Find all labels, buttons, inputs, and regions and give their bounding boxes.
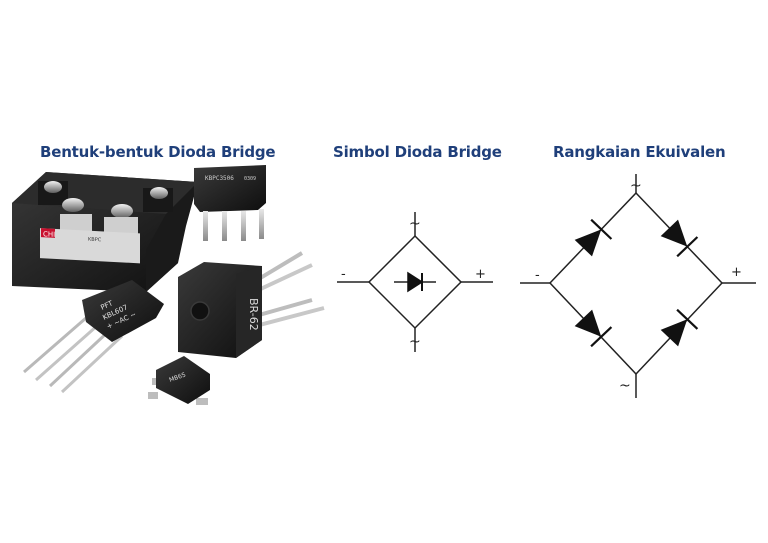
screw-terminal-2 — [62, 198, 84, 212]
bridge-symbol — [337, 212, 493, 352]
screw-terminal-1 — [44, 181, 62, 193]
br62-label: BR-62 — [247, 298, 260, 331]
forms-heading: Bentuk-bentuk Dioda Bridge — [40, 143, 276, 161]
symbol-heading: Simbol Dioda Bridge — [333, 143, 502, 161]
kbpc-bridge-rectifier: KBPC3506 0309 — [194, 165, 266, 241]
equiv-minus-label: - — [535, 268, 540, 283]
equiv-ac-bottom-label: ~ — [619, 378, 631, 394]
screw-terminal-3 — [111, 204, 133, 218]
kbl-bridge-rectifier: PFT KBL607 + ~AC ~ — [23, 280, 164, 394]
symbol-diode-triangle — [407, 271, 424, 293]
diode-upper-left — [574, 218, 613, 257]
equivalent-circuit — [520, 174, 756, 398]
symbol-plus-label: + — [475, 267, 486, 282]
diode-lower-left — [574, 309, 613, 348]
diode-lower-right — [660, 308, 699, 347]
mb6s-bridge-rectifier: MB6S — [148, 356, 210, 405]
diode-upper-right — [660, 219, 699, 258]
equivalent-heading: Rangkaian Ekuivalen — [553, 143, 726, 161]
kbpc-part-label: KBPC3506 — [205, 175, 234, 182]
equiv-plus-label: + — [731, 265, 742, 280]
module-bridge-rectifier: CHI KBPC — [12, 172, 198, 292]
module-part-label: KBPC — [88, 237, 102, 244]
br62-bridge-rectifier: BR-62 — [178, 251, 325, 358]
equiv-ac-top-label: ~ — [630, 178, 642, 194]
symbol-minus-label: - — [341, 267, 346, 282]
kbpc-date-label: 0309 — [244, 176, 256, 182]
module-brand-label: CHI — [43, 230, 55, 239]
symbol-ac-bottom-label: ~ — [409, 334, 421, 350]
symbol-ac-top-label: ~ — [409, 216, 421, 232]
screw-terminal-4 — [150, 187, 168, 199]
